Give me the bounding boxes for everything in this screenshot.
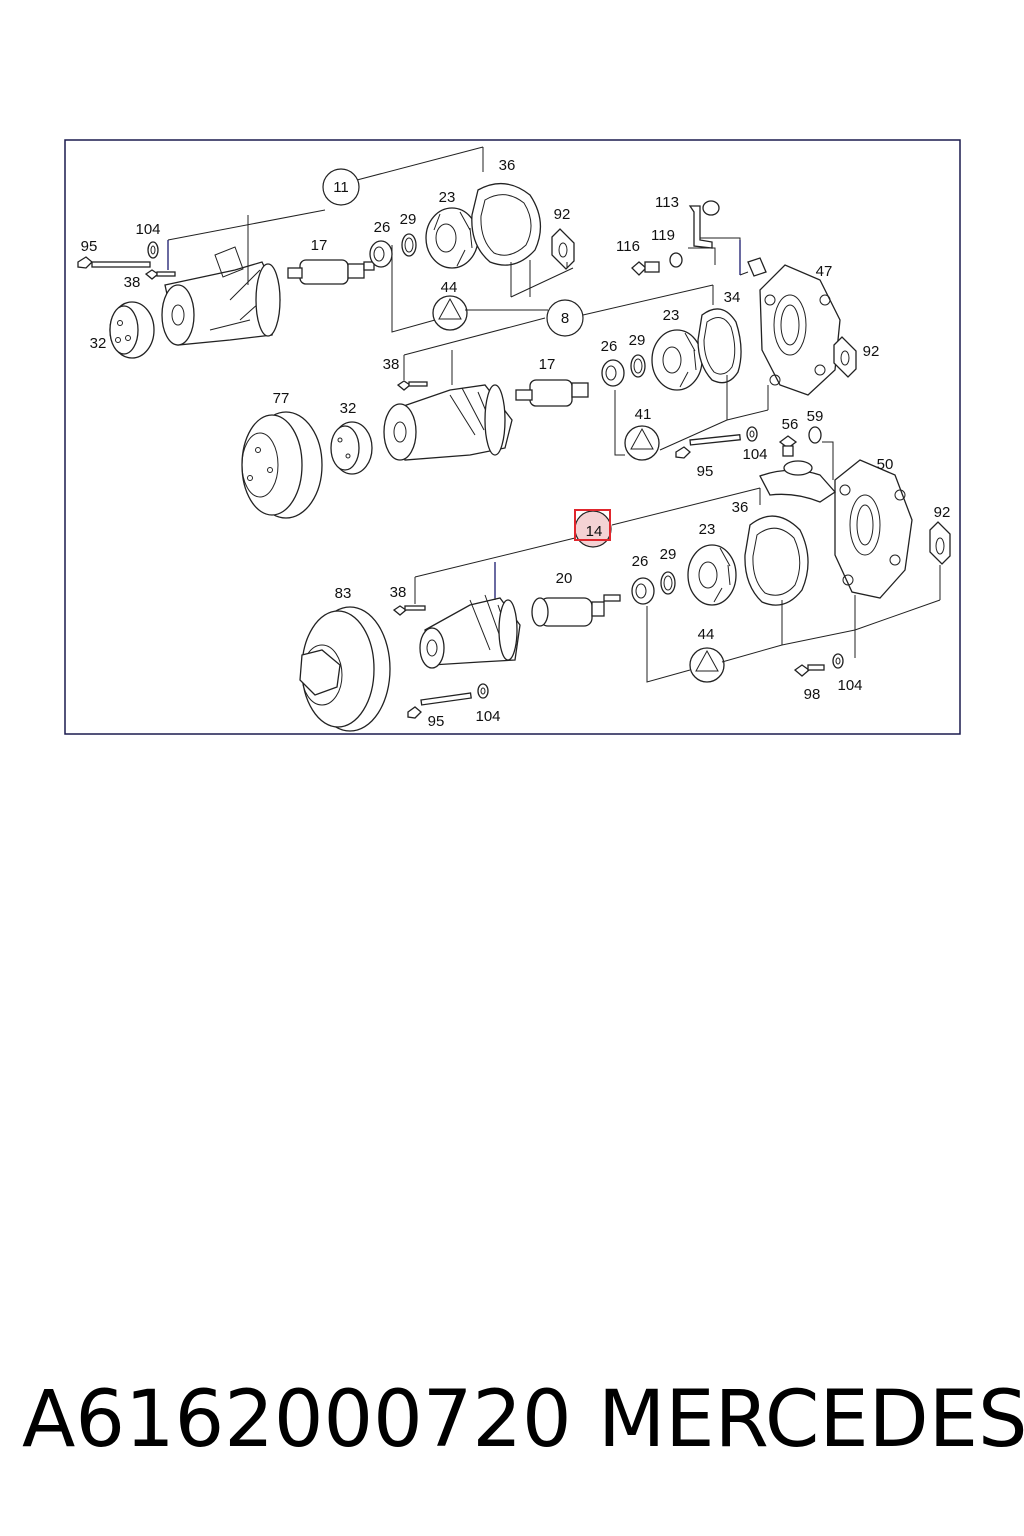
part-number: A6162000720 xyxy=(22,1375,572,1465)
callout-95: 95 xyxy=(428,713,445,730)
callout-32: 32 xyxy=(90,335,107,352)
callout-8: 8 xyxy=(561,310,569,327)
part-footer: A6162000720 MERCEDES xyxy=(0,1370,1024,1470)
callout-20: 20 xyxy=(556,570,573,587)
callout-38: 38 xyxy=(124,274,141,291)
callout-44: 44 xyxy=(441,279,458,296)
callout-77: 77 xyxy=(273,390,290,407)
callout-17: 17 xyxy=(311,237,328,254)
callout-36: 36 xyxy=(499,157,516,174)
callout-23: 23 xyxy=(699,521,716,538)
brand-name: MERCEDES xyxy=(598,1375,1024,1465)
callout-29: 29 xyxy=(629,332,646,349)
exploded-parts-diagram: 11 8 14 95 104 38 32 17 26 29 23 36 92 4… xyxy=(64,139,961,735)
callout-23: 23 xyxy=(439,189,456,206)
callout-labels: 95 104 38 32 17 26 29 23 36 92 44 113 11… xyxy=(81,157,951,730)
callout-26: 26 xyxy=(632,553,649,570)
callout-104: 104 xyxy=(837,677,862,694)
group-callout-8[interactable]: 8 xyxy=(546,299,584,337)
callout-113: 113 xyxy=(655,194,679,211)
callout-104: 104 xyxy=(742,446,767,463)
group-14-parts xyxy=(299,426,951,732)
callout-36: 36 xyxy=(732,499,749,516)
callout-14: 14 xyxy=(586,523,603,540)
callout-17: 17 xyxy=(539,356,556,373)
callout-92: 92 xyxy=(863,343,880,360)
callout-50: 50 xyxy=(877,456,894,473)
group-callout-11[interactable]: 11 xyxy=(322,168,360,206)
callout-32: 32 xyxy=(340,400,357,417)
callout-59: 59 xyxy=(807,408,824,425)
callout-104: 104 xyxy=(135,221,160,238)
callout-29: 29 xyxy=(660,546,677,563)
callout-95: 95 xyxy=(697,463,714,480)
callout-104: 104 xyxy=(475,708,500,725)
callout-47: 47 xyxy=(816,263,833,280)
group-8-parts xyxy=(241,200,857,519)
callout-23: 23 xyxy=(663,307,680,324)
callout-29: 29 xyxy=(400,211,417,228)
callout-41: 41 xyxy=(635,406,652,423)
callout-83: 83 xyxy=(335,585,352,602)
callout-38: 38 xyxy=(383,356,400,373)
group-callout-14-highlighted[interactable]: 14 xyxy=(574,509,612,548)
callout-38: 38 xyxy=(390,584,407,601)
callout-116: 116 xyxy=(616,238,640,255)
callout-119: 119 xyxy=(651,227,675,244)
callout-92: 92 xyxy=(554,206,571,223)
callout-44: 44 xyxy=(698,626,715,643)
highlight-box xyxy=(574,509,611,541)
callout-11: 11 xyxy=(333,179,349,196)
callout-98: 98 xyxy=(804,686,821,703)
callout-26: 26 xyxy=(601,338,618,355)
callout-34: 34 xyxy=(724,289,741,306)
callout-95: 95 xyxy=(81,238,98,255)
callout-56: 56 xyxy=(782,416,799,433)
diagram-frame xyxy=(64,139,961,735)
callout-26: 26 xyxy=(374,219,391,236)
leader-lines xyxy=(167,146,941,683)
callout-92: 92 xyxy=(934,504,951,521)
group-11-parts xyxy=(77,183,575,359)
